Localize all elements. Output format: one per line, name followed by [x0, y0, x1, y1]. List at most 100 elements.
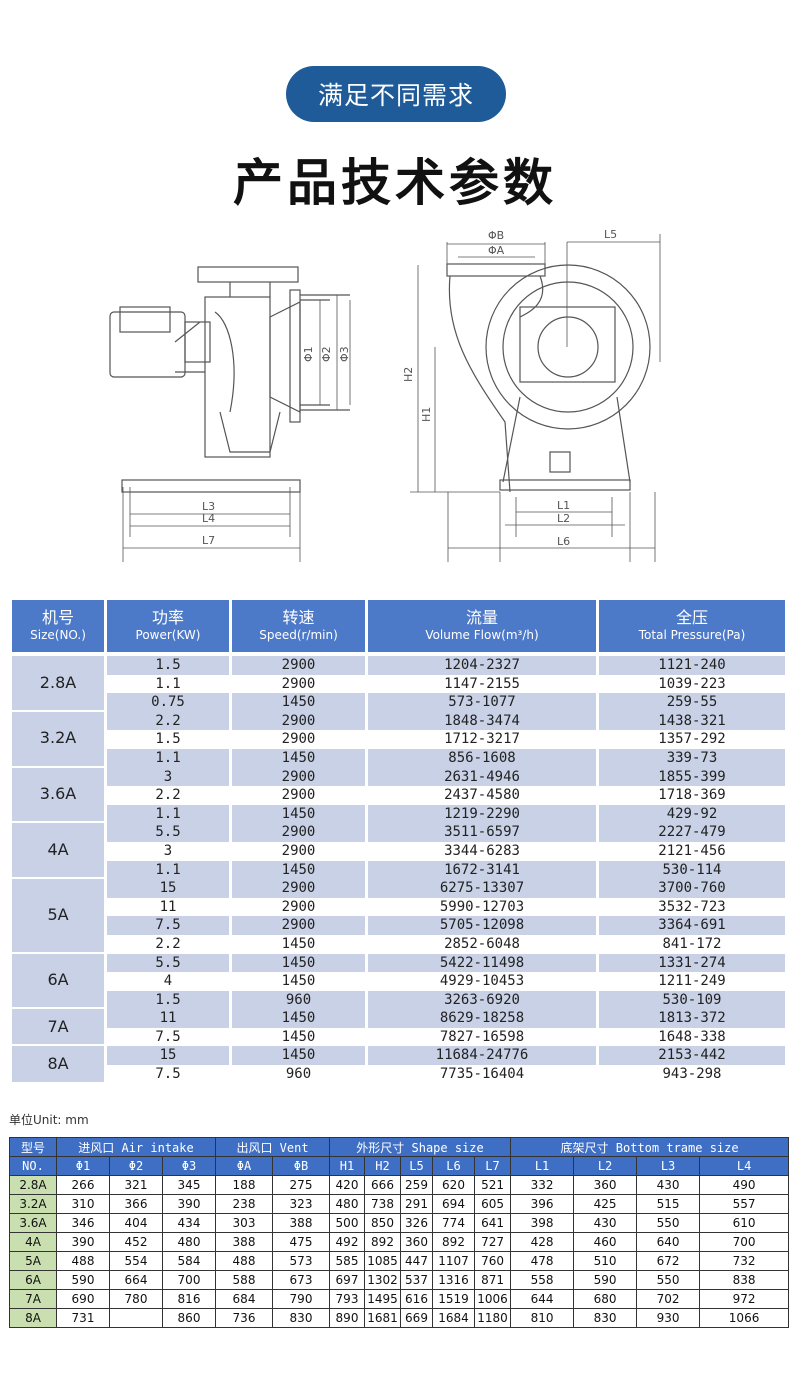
- performance-cell: 11: [159, 898, 177, 915]
- dim-cell: 1519: [432, 1289, 475, 1309]
- performance-cell: 841-172: [662, 935, 722, 952]
- dim-cell: 1302: [364, 1270, 401, 1290]
- dim-cell: 694: [432, 1194, 475, 1214]
- dim-cell: 490: [699, 1175, 790, 1195]
- dim-col-header: L6: [432, 1156, 475, 1176]
- performance-cell: 2900: [232, 879, 365, 898]
- dim-col-header: Φ1: [56, 1156, 110, 1176]
- dim-cell: 860: [162, 1308, 216, 1328]
- performance-cell: 1147-2155: [444, 675, 520, 692]
- dim-cell: 398: [510, 1213, 575, 1233]
- dim-model-cell: 6A: [9, 1270, 57, 1290]
- dim-cell: 360: [573, 1175, 638, 1195]
- dim-cell: 573: [272, 1251, 330, 1271]
- performance-cell: 1450: [232, 860, 365, 880]
- dim-cell: 291: [400, 1194, 433, 1214]
- performance-cell: 3511-6597: [368, 823, 596, 842]
- dim-cell: 275: [272, 1175, 330, 1195]
- performance-cell: 2900: [281, 731, 316, 748]
- performance-cell: 1450: [232, 804, 365, 824]
- dim-cell: 460: [573, 1232, 638, 1252]
- dim-cell: 360: [400, 1232, 433, 1252]
- performance-cell: 1813-372: [599, 1009, 785, 1028]
- dim-cell: 700: [699, 1232, 790, 1252]
- performance-cell: 1331-274: [599, 953, 785, 973]
- dim-col-header: NO.: [9, 1156, 57, 1176]
- dim-cell: 892: [432, 1232, 475, 1252]
- performance-cell: 1204-2327: [368, 656, 596, 675]
- dim-col-header: Φ3: [162, 1156, 216, 1176]
- size-cell: 2.8A: [12, 656, 104, 712]
- dim-cell: 641: [473, 1213, 512, 1233]
- dim-group-header: 进风口 Air intake: [56, 1137, 216, 1157]
- dim-group-header: 出风口 Vent: [215, 1137, 330, 1157]
- dim-model-cell: 5A: [9, 1251, 57, 1271]
- performance-cell: 7.5: [155, 1028, 181, 1045]
- dim-cell: 1681: [364, 1308, 401, 1328]
- performance-cell: 7.5: [155, 1066, 181, 1083]
- dim-cell: 684: [215, 1289, 273, 1309]
- dim-cell: 332: [510, 1175, 575, 1195]
- dim-cell: 404: [109, 1213, 163, 1233]
- performance-cell: 2900: [281, 898, 316, 915]
- dim-cell: 605: [473, 1194, 512, 1214]
- dim-cell: 550: [636, 1213, 701, 1233]
- dim-col-header: H2: [364, 1156, 401, 1176]
- performance-cell: 1450: [232, 748, 365, 768]
- performance-cell: 2900: [281, 842, 316, 859]
- performance-cell: 3263-6920: [368, 990, 596, 1010]
- dim-cell: 521: [473, 1175, 512, 1195]
- performance-cell: 1450: [281, 935, 316, 952]
- dim-cell: 558: [510, 1270, 575, 1290]
- dim-cell: 690: [56, 1289, 110, 1309]
- dim-cell: 930: [636, 1308, 701, 1328]
- dim-cell: 388: [272, 1213, 330, 1233]
- dim-cell: 697: [329, 1270, 365, 1290]
- performance-cell: 1357-292: [658, 731, 726, 748]
- dim-cell: 480: [329, 1194, 365, 1214]
- dim-H1: H1: [420, 407, 433, 422]
- performance-cell: 7.5: [107, 916, 229, 935]
- dim-cell: 554: [109, 1251, 163, 1271]
- dim-cell: 738: [364, 1194, 401, 1214]
- performance-cell: 1450: [281, 973, 316, 990]
- dim-cell: 259: [400, 1175, 433, 1195]
- performance-cell: 530-109: [599, 990, 785, 1010]
- performance-cell: 943-298: [662, 1066, 722, 1083]
- dim-cell: 346: [56, 1213, 110, 1233]
- performance-cell: 1438-321: [599, 711, 785, 731]
- size-cell: 4A: [12, 823, 104, 880]
- dim-cell: 810: [510, 1308, 575, 1328]
- performance-cell: 1219-2290: [368, 804, 596, 824]
- dim-cell: 700: [162, 1270, 216, 1290]
- dim-cell: 188: [215, 1175, 273, 1195]
- dim-cell: 666: [364, 1175, 401, 1195]
- dim-model-cell: 2.8A: [9, 1175, 57, 1195]
- dim-L7: L7: [202, 534, 215, 547]
- dim-cell: [109, 1308, 163, 1328]
- dim-col-header: H1: [329, 1156, 365, 1176]
- performance-cell: 3532-723: [658, 898, 726, 915]
- page-title: 产品技术参数: [233, 154, 557, 212]
- dim-col-header: L1: [510, 1156, 575, 1176]
- dim-cell: 430: [573, 1213, 638, 1233]
- dim-cell: 590: [573, 1270, 638, 1290]
- performance-cell: 2900: [232, 711, 365, 731]
- performance-cell: 3: [107, 767, 229, 787]
- size-cell: 7A: [12, 1009, 104, 1047]
- dim-cell: 266: [56, 1175, 110, 1195]
